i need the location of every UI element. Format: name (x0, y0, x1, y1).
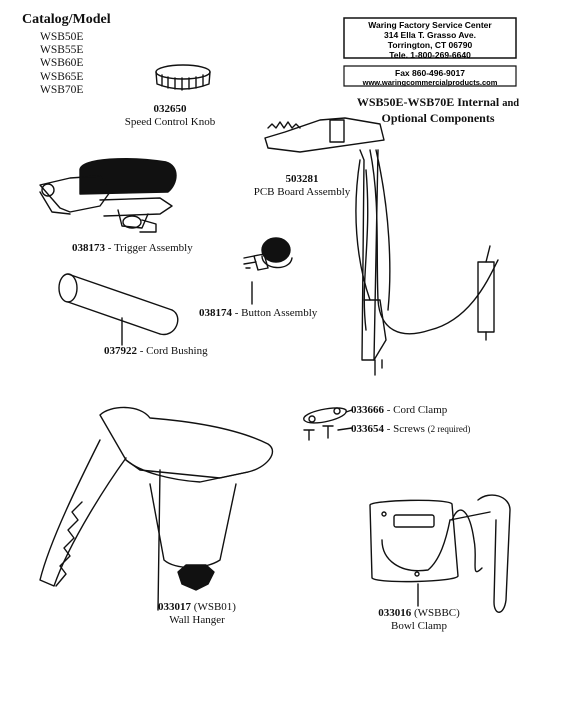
model-item: WSB60E (40, 57, 84, 70)
section-title-main: WSB50E-WSB70E Internal (356, 95, 500, 109)
bushing-drawing (58, 273, 179, 336)
model-item: WSB70E (40, 83, 84, 96)
cord-clamp-drawing (303, 407, 353, 441)
button-drawing (243, 237, 293, 271)
screws-label: 033654 - Screws (2 required) (351, 423, 471, 435)
wall-hanger-drawing (39, 406, 274, 611)
logo-line-6: www.waringcommercialproducts.com (362, 78, 498, 87)
logo-graphic (343, 17, 517, 87)
model-list: WSB50E WSB55E WSB60E WSB65E WSB70E (40, 31, 83, 97)
wall-hanger-label: 033017 (WSB01) Wall Hanger (158, 601, 236, 626)
model-item: WSB50E (40, 31, 84, 43)
trigger-drawing (39, 158, 177, 233)
trigger-label: 038173 - Trigger Assembly (72, 242, 193, 254)
logo-line-4: Tele. 1-800-269-6640 (389, 50, 471, 60)
model-item: WSB55E (40, 44, 84, 57)
bushing-label: 037922 - Cord Bushing (104, 345, 208, 357)
logo-line-1: Waring Factory Service Center (368, 20, 492, 30)
bowl-clamp-label: 033016 (WSBBC) Bowl Clamp (378, 607, 460, 632)
waring-logo: Waring Factory Service Center 314 Ella T… (342, 16, 518, 92)
pcb-drawing (264, 117, 499, 376)
speed-knob-label: 032650 Speed Control Knob (124, 103, 216, 128)
model-item: WSB65E (40, 70, 84, 83)
section-title-and: and (502, 98, 520, 109)
speed-knob-drawing (155, 64, 211, 91)
logo-line-3: Torrington, CT 06790 (387, 40, 473, 50)
section-title: WSB50E-WSB70E Internal and Optional Comp… (343, 95, 533, 125)
section-title-line2: Optional Components (381, 111, 495, 125)
logo-line-2: 314 Ella T. Grasso Ave. (384, 30, 476, 40)
catalog-title: Catalog/Model (22, 12, 111, 27)
bowl-clamp-drawing (369, 494, 511, 613)
pcb-label: 503281 PCB Board Assembly (253, 173, 351, 198)
button-label: 038174 - Button Assembly (199, 307, 318, 319)
cord-clamp-label: 033666 - Cord Clamp (351, 404, 448, 416)
logo-line-5: Fax 860-496-9017 (395, 68, 465, 78)
